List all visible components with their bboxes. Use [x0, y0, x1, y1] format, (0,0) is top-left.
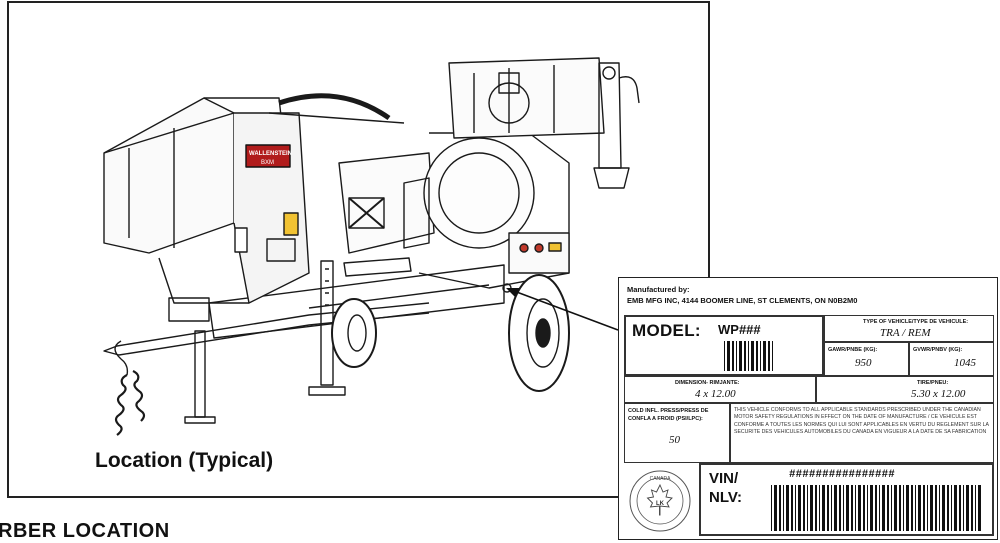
pressure-value: 50: [669, 434, 680, 446]
model-field: MODEL: WP###: [624, 315, 824, 376]
pressure-label: COLD INFL. PRESS/PRESS DE CONFLA A FROID…: [628, 408, 709, 422]
model-decal-text: BXM: [261, 160, 274, 166]
model-value: WP###: [718, 322, 761, 337]
gvwr-label: GVWR/PNBV (KG):: [913, 347, 963, 353]
vehicle-type-field: TYPE OF VEHICLE/TYPE DE VEHICULE: TRA / …: [824, 315, 994, 342]
serial-number-plate: Manufactured by: EMB MFG INC, 4144 BOOME…: [618, 277, 998, 540]
gawr-field: GAWR/PNBE (KG): 950: [824, 342, 909, 376]
vin-value: ################: [789, 468, 895, 480]
dimension-field: DIMENSION- RIMJANTE: 4 x 12.00: [624, 376, 816, 403]
vehicle-type-value: TRA / REM: [880, 327, 931, 339]
gawr-label: GAWR/PNBE (KG):: [828, 347, 878, 353]
tire-field: TIRE/PNEU: 5.30 x 12.00: [816, 376, 994, 403]
gawr-value: 950: [855, 357, 872, 369]
wood-chipper-illustration: WALLENSTEIN BXM: [103, 57, 640, 436]
vehicle-type-label: TYPE OF VEHICLE/TYPE DE VEHICULE:: [863, 319, 969, 325]
vin-barcode: [771, 485, 981, 531]
dimension-value: 4 x 12.00: [695, 388, 736, 400]
figure-frame: WALLENSTEIN BXM Location (Typical): [7, 1, 710, 498]
dimension-label: DIMENSION- RIMJANTE:: [675, 380, 740, 386]
section-heading: RBER LOCATION: [0, 520, 170, 542]
compliance-statement: THIS VEHICLE CONFORMS TO ALL APPLICABLE …: [734, 407, 989, 436]
gvwr-value: 1045: [954, 357, 976, 369]
seal-number: LK: [656, 501, 665, 507]
tire-value: 5.30 x 12.00: [911, 388, 966, 400]
canada-maple-leaf-seal: CANADA LK: [629, 470, 691, 532]
manufactured-by-label: Manufactured by:: [627, 285, 690, 294]
compliance-statement-field: THIS VEHICLE CONFORMS TO ALL APPLICABLE …: [730, 403, 994, 463]
cold-inflation-pressure-field: COLD INFL. PRESS/PRESS DE CONFLA A FROID…: [624, 403, 730, 463]
canada-seal-field: CANADA LK: [624, 463, 699, 536]
tire-label: TIRE/PNEU:: [917, 380, 949, 386]
manufacturer-address: EMB MFG INC, 4144 BOOMER LINE, ST CLEMEN…: [627, 296, 858, 305]
seal-country: CANADA: [650, 476, 672, 482]
model-label: MODEL:: [632, 321, 701, 340]
vin-field: VIN/ NLV: ################: [699, 463, 994, 536]
gvwr-field: GVWR/PNBV (KG): 1045: [909, 342, 994, 376]
location-caption: Location (Typical): [95, 449, 274, 472]
brand-decal-text: WALLENSTEIN: [249, 151, 292, 157]
model-barcode: [724, 341, 773, 371]
vin-label: VIN/ NLV:: [709, 470, 743, 506]
